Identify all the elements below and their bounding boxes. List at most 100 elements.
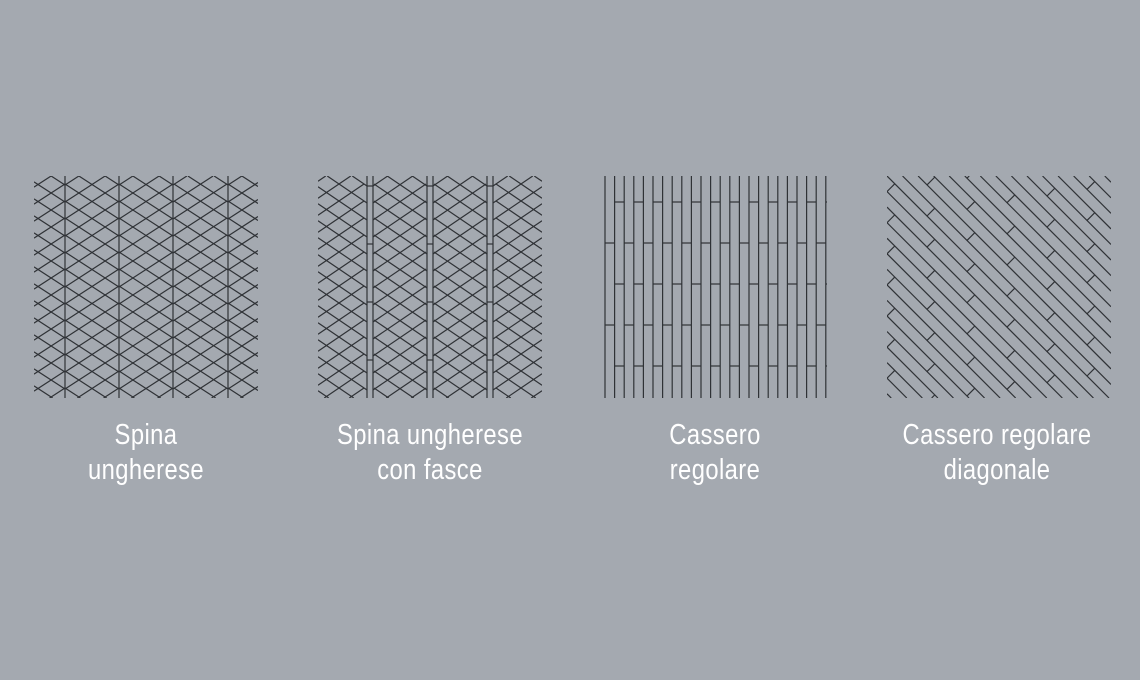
pattern-line xyxy=(966,263,976,272)
pattern-line xyxy=(410,387,427,398)
pattern-line xyxy=(34,198,66,220)
pattern-line xyxy=(887,191,1094,398)
pattern-line xyxy=(1046,187,1056,197)
pattern-line xyxy=(373,217,428,255)
label-cassero-regolare: Cassero regolare xyxy=(592,418,838,488)
pattern-line xyxy=(446,176,488,204)
pattern-line xyxy=(495,336,542,369)
pattern-line xyxy=(530,390,542,398)
pattern-line xyxy=(887,307,896,317)
pattern-line xyxy=(1046,312,1056,321)
pattern-line xyxy=(933,176,1111,354)
pattern-line xyxy=(1104,176,1111,183)
pattern-line xyxy=(995,176,1111,292)
pattern-line xyxy=(926,207,936,217)
pattern-line xyxy=(432,176,474,204)
label-line: Cassero xyxy=(669,419,761,451)
pattern-line xyxy=(103,387,120,398)
pattern-line xyxy=(227,199,258,220)
pattern-line xyxy=(227,352,258,373)
pattern-line xyxy=(887,183,896,192)
label-spina-ungherese-con-fasce: Spina ungherese con fasce xyxy=(307,418,553,488)
pattern-line xyxy=(433,251,488,289)
pattern-line xyxy=(227,335,258,356)
pattern-line xyxy=(118,176,160,203)
pattern-line xyxy=(318,285,365,318)
pattern-line xyxy=(34,334,66,356)
pattern-line xyxy=(887,300,985,398)
pattern-line xyxy=(931,394,936,398)
pattern-line xyxy=(373,285,428,323)
pattern-line xyxy=(227,267,258,288)
pattern-line xyxy=(173,319,229,356)
pattern-line xyxy=(227,301,258,322)
pattern-line xyxy=(34,351,66,373)
label-line: diagonale xyxy=(943,454,1051,486)
pattern-line xyxy=(118,234,174,271)
pattern-line xyxy=(505,373,542,398)
pattern-line xyxy=(492,176,534,204)
pattern-line xyxy=(318,288,368,323)
pattern-line xyxy=(433,217,488,255)
pattern-line xyxy=(1042,176,1111,245)
pattern-line xyxy=(470,387,487,398)
pattern-line xyxy=(34,317,66,339)
pattern-line xyxy=(386,176,428,204)
pattern-line xyxy=(495,251,542,284)
pattern-line xyxy=(158,176,174,186)
pattern-line xyxy=(227,370,258,391)
pattern-line xyxy=(64,268,120,305)
pattern-line xyxy=(433,353,488,391)
pattern-line xyxy=(433,268,488,306)
pattern-line xyxy=(227,302,258,323)
pattern-line xyxy=(318,237,368,272)
label-line: Cassero regolare xyxy=(902,419,1092,451)
pattern-line xyxy=(433,319,488,357)
pattern-line xyxy=(495,200,542,233)
pattern-line xyxy=(227,183,258,204)
pattern-line xyxy=(1006,225,1016,235)
pattern-line xyxy=(433,370,475,398)
pattern-line xyxy=(64,234,120,271)
pattern-line xyxy=(118,285,174,322)
pattern-line xyxy=(887,331,954,398)
pattern-line xyxy=(433,200,488,238)
pattern-line xyxy=(34,268,66,290)
pattern-line xyxy=(34,353,66,375)
pattern-line xyxy=(433,183,488,221)
pattern-line xyxy=(351,176,368,187)
pattern-line xyxy=(118,183,174,220)
pattern-line xyxy=(118,336,174,373)
pattern-line xyxy=(887,393,892,398)
pattern-line xyxy=(1046,250,1056,259)
pattern-line xyxy=(887,268,1017,398)
pattern-line xyxy=(1011,176,1111,276)
pattern-line xyxy=(887,214,896,224)
pattern-line xyxy=(118,251,174,288)
pattern-line xyxy=(34,251,66,273)
pattern-line xyxy=(34,285,66,307)
pattern-line xyxy=(34,319,66,341)
pattern-line xyxy=(495,268,542,301)
pattern-line xyxy=(187,176,229,203)
pattern-line xyxy=(948,176,1111,339)
pattern-line xyxy=(1086,243,1096,252)
pattern-line xyxy=(533,176,542,182)
pattern-line xyxy=(318,251,365,284)
pattern-line xyxy=(433,387,450,398)
pattern-line xyxy=(323,370,365,398)
pattern-line xyxy=(173,387,190,398)
pattern-line xyxy=(887,346,939,398)
pattern-line xyxy=(64,200,120,237)
pattern-line xyxy=(887,176,1110,398)
pattern-line xyxy=(966,387,976,397)
pattern-line xyxy=(227,353,258,374)
pattern-line xyxy=(34,200,66,222)
label-line: Spina ungherese xyxy=(337,419,523,451)
pattern-line xyxy=(34,266,66,288)
pattern-line xyxy=(318,373,355,398)
pattern-line xyxy=(926,301,936,310)
pattern-line xyxy=(64,251,120,288)
pattern-line xyxy=(78,176,120,203)
pattern-line xyxy=(433,302,488,340)
